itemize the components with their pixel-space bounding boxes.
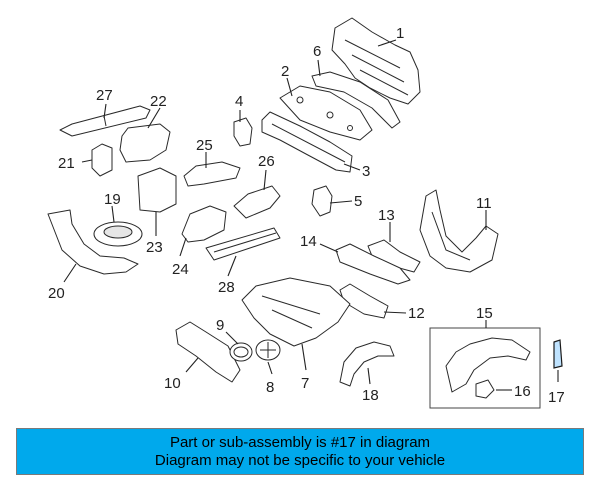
part-28 [205, 227, 281, 261]
part-18 [339, 341, 395, 387]
callout-labels: 1 2 3 4 5 6 7 8 9 10 11 12 13 14 15 16 1… [48, 25, 565, 406]
part-15-box [429, 327, 541, 409]
part-4 [233, 117, 253, 147]
part-15 [445, 337, 531, 393]
part-16 [475, 379, 495, 399]
callout-12: 12 [408, 305, 425, 322]
part-14 [335, 243, 411, 285]
callout-11: 11 [476, 195, 492, 212]
part-20 [47, 209, 139, 275]
callout-25: 25 [196, 137, 213, 154]
leader-lines [63, 39, 559, 391]
part-1 [331, 17, 421, 105]
part-2 [279, 85, 373, 141]
callout-2: 2 [281, 63, 289, 80]
callout-26: 26 [258, 153, 275, 170]
part-19 [93, 221, 143, 247]
callout-1: 1 [396, 25, 404, 42]
banner-line-2: Diagram may not be specific to your vehi… [154, 451, 446, 469]
part-7 [241, 277, 351, 347]
part-22 [119, 123, 171, 163]
callout-24: 24 [172, 261, 189, 278]
part-21 [91, 143, 113, 177]
callout-3: 3 [362, 163, 370, 180]
callout-21: 21 [58, 155, 75, 172]
part-24 [181, 205, 227, 243]
part-17 [553, 339, 563, 369]
callout-7: 7 [301, 375, 309, 392]
callout-20: 20 [48, 285, 65, 302]
part-10 [175, 321, 241, 383]
part-11 [419, 189, 499, 273]
info-banner: Part or sub-assembly is #17 in diagram D… [16, 428, 584, 475]
part-9 [229, 342, 253, 362]
callout-5: 5 [354, 193, 362, 210]
part-6 [311, 71, 401, 129]
callout-22: 22 [150, 93, 167, 110]
callout-9: 9 [216, 317, 224, 334]
part-3 [261, 111, 353, 173]
callout-13: 13 [378, 207, 395, 224]
part-5 [311, 185, 333, 217]
callout-10: 10 [164, 375, 181, 392]
callout-27: 27 [96, 87, 113, 104]
banner-line-1: Part or sub-assembly is #17 in diagram [169, 433, 431, 451]
callout-15: 15 [476, 305, 493, 322]
part-25 [183, 161, 241, 187]
callout-28: 28 [218, 279, 235, 296]
part-26 [233, 185, 281, 219]
part-23 [137, 167, 177, 213]
callout-18: 18 [362, 387, 379, 404]
parts-diagram: 1 2 3 4 5 6 7 8 9 10 11 12 13 14 15 16 1… [47, 17, 565, 409]
callout-16: 16 [514, 383, 531, 400]
part-8 [255, 339, 281, 361]
callout-8: 8 [266, 379, 274, 396]
callout-19: 19 [104, 191, 121, 208]
callout-6: 6 [313, 43, 321, 60]
callout-14: 14 [300, 233, 317, 250]
callout-17: 17 [548, 389, 565, 406]
callout-4: 4 [235, 93, 243, 110]
callout-23: 23 [146, 239, 163, 256]
